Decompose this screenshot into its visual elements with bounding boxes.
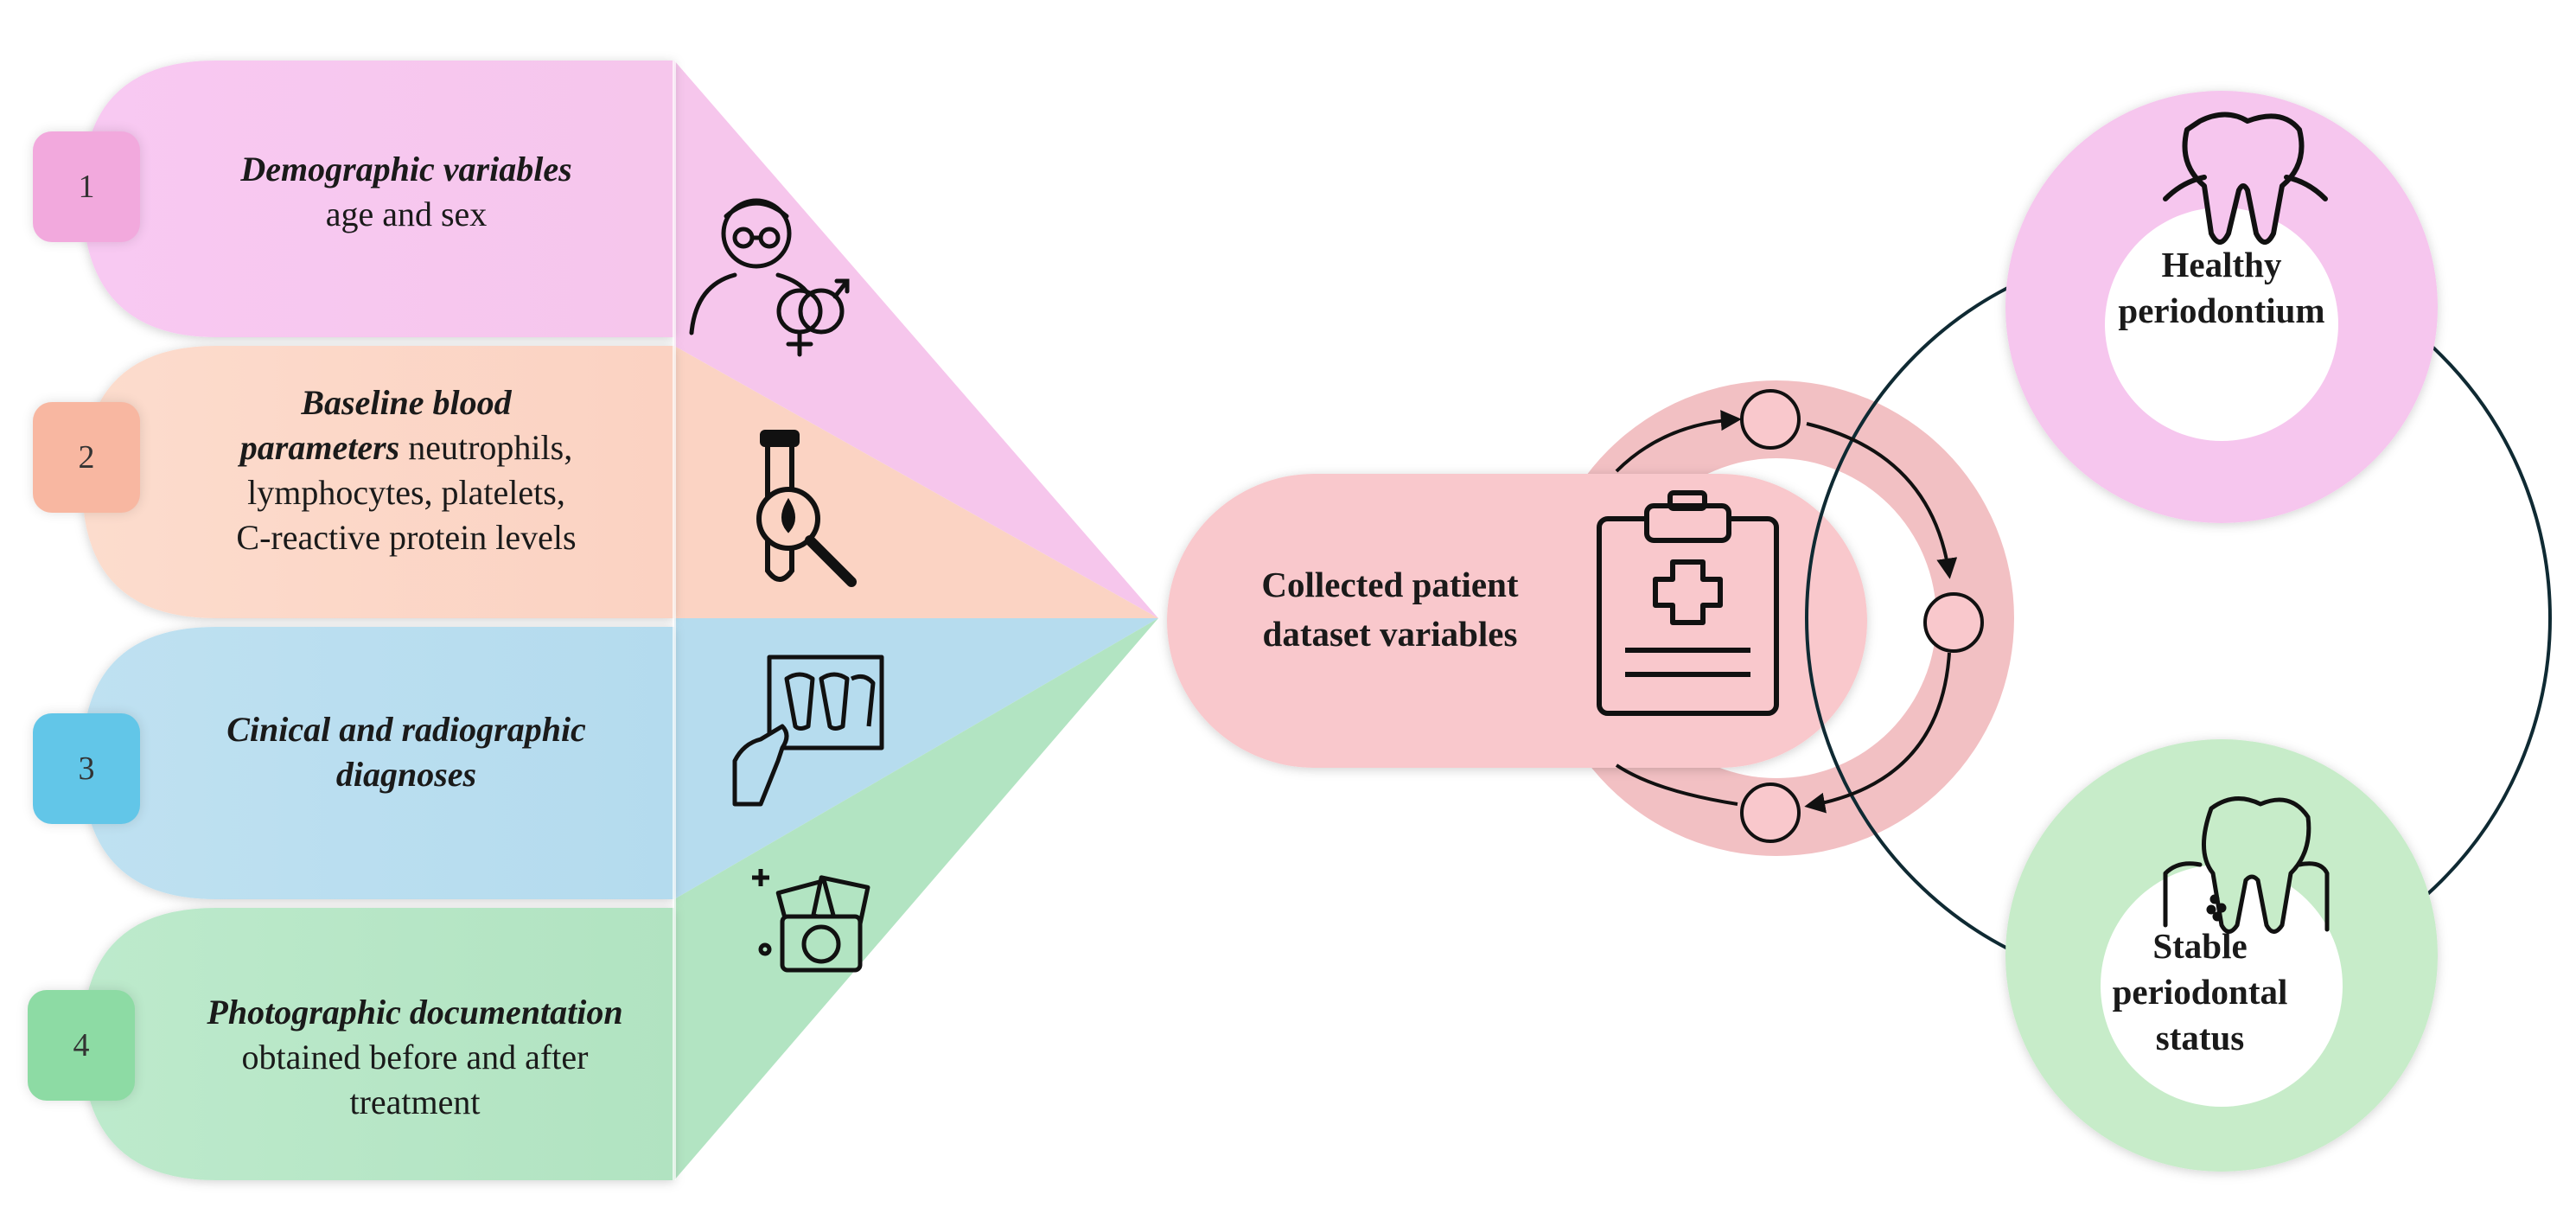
item-2-text: Baseline blood parameters neutrophils, l… xyxy=(130,380,683,560)
item-1-title: Demographic variables xyxy=(240,150,572,188)
center-label-line2: dataset variables xyxy=(1262,614,1518,654)
center-label: Collected patient dataset variables xyxy=(1191,560,1589,659)
panel-4 xyxy=(82,908,674,1180)
item-4-body-line2: obtained before and after xyxy=(241,1038,589,1076)
item-2-body-line4: C-reactive protein levels xyxy=(236,518,577,557)
item-3-text: Cinical and radiographic diagnoses xyxy=(147,707,666,797)
panel-1 xyxy=(82,61,674,337)
periodontal-tooth-icon xyxy=(2163,796,2330,934)
clipboard-medical-icon xyxy=(1597,490,1779,716)
item-4-body-line3: treatment xyxy=(349,1083,481,1121)
funnel-triangle-4 xyxy=(674,618,1158,1180)
item-2-title-line1: Baseline blood xyxy=(301,383,512,422)
item-2-body-line3: lymphocytes, platelets, xyxy=(247,473,565,512)
outcome-healthy-line1: Healthy xyxy=(2161,245,2282,284)
dental-xray-hand-icon xyxy=(732,655,884,807)
item-4-title: Photographic documentation xyxy=(207,993,623,1032)
center-label-line1: Collected patient xyxy=(1261,565,1519,604)
funnel-triangle-2 xyxy=(674,346,1158,618)
funnel-triangle-1 xyxy=(674,61,1158,618)
outcome-stable-line1: Stable xyxy=(2152,926,2248,966)
healthy-tooth-icon xyxy=(2163,112,2328,245)
outcome-label-stable: Stable periodontal status xyxy=(2027,923,2373,1061)
item-1-number-badge: 1 xyxy=(33,131,140,242)
outcome-healthy-line2: periodontium xyxy=(2118,291,2325,330)
outcome-label-healthy: Healthy periodontium xyxy=(2049,242,2394,334)
center-pill xyxy=(1167,474,1867,768)
outcome-inner-healthy xyxy=(2105,208,2338,441)
cycle-node-top xyxy=(1740,389,1801,450)
outcome-stable-line3: status xyxy=(2155,1018,2245,1057)
person-gender-icon xyxy=(689,198,850,357)
camera-photos-icon xyxy=(752,869,870,973)
cycle-node-bottom xyxy=(1740,782,1801,843)
item-3-title-line1: Cinical and radiographic xyxy=(226,710,586,749)
item-4-text: Photographic documentation obtained befo… xyxy=(138,990,692,1125)
cycle-node-right xyxy=(1923,592,1984,653)
item-2-number-badge: 2 xyxy=(33,402,140,513)
blood-test-tube-magnifier-icon xyxy=(756,430,857,587)
item-2-body-line2: neutrophils, xyxy=(408,428,573,467)
item-3-title-line2: diagnoses xyxy=(335,755,477,794)
item-1-text: Demographic variables age and sex xyxy=(147,147,666,237)
item-3-number-badge: 3 xyxy=(33,713,140,824)
item-1-body: age and sex xyxy=(325,195,488,233)
cycle-arrows xyxy=(1615,410,1958,814)
item-4-number-badge: 4 xyxy=(28,990,135,1101)
item-2-title-line2: parameters xyxy=(239,428,400,467)
item-2-line2: parameters neutrophils, xyxy=(130,425,683,470)
panel-2 xyxy=(82,346,674,618)
outcome-stable-line2: periodontal xyxy=(2112,972,2288,1012)
panel-3 xyxy=(82,627,674,899)
